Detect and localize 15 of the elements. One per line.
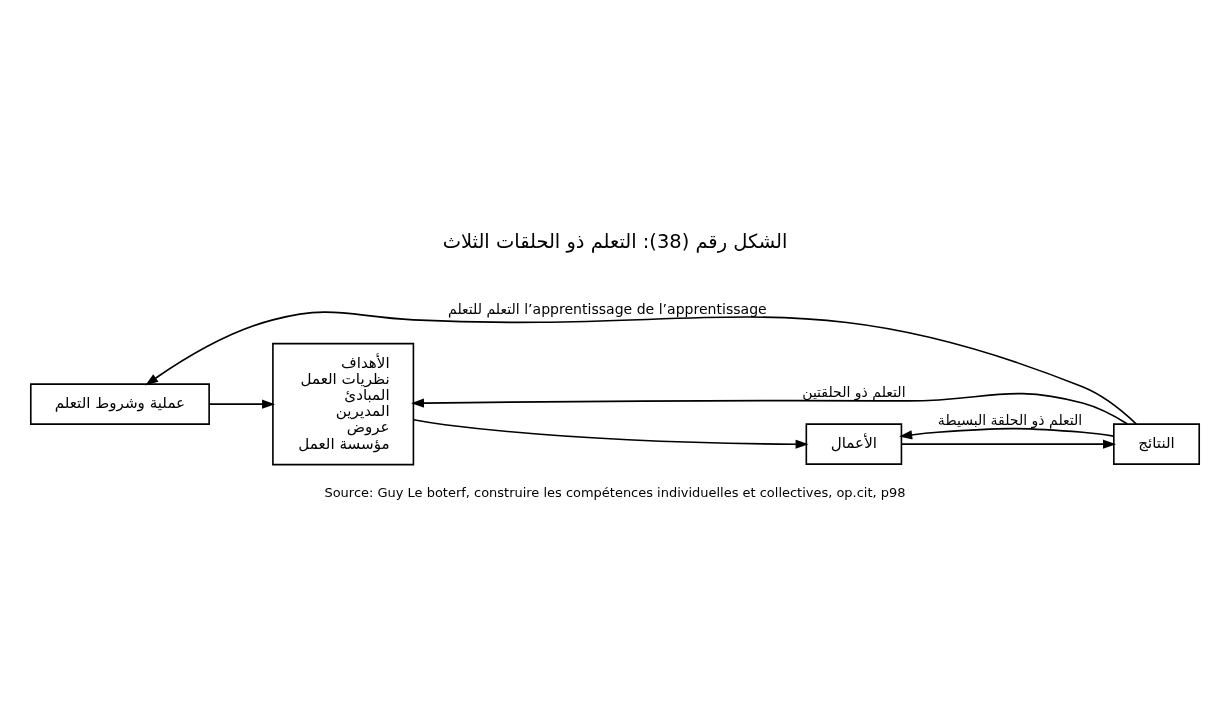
- node-box: الأعمال: [805, 423, 903, 465]
- arrow: [900, 439, 1116, 449]
- node-box: الأهداف نظريات العمل المبادئ المديرين عروض مؤسسة العمل: [272, 342, 415, 466]
- arrow: [208, 399, 276, 409]
- edge-label: التعلم ذو الحلقة البسيطة: [937, 412, 1083, 429]
- arrow: [412, 418, 809, 449]
- edge-label: التعلم ذو الحلقتين: [802, 384, 906, 401]
- arrow: [145, 311, 1138, 425]
- edge-label: التعلم للتعلم l’apprentissage de l’apprentissage: [448, 300, 767, 317]
- diagram-title: الشكل رقم (38): التعلم ذو الحلقات الثلاث: [442, 229, 788, 253]
- arrow: [899, 427, 1115, 440]
- arrow: [411, 392, 1129, 425]
- caption: Source: Guy Le boterf, construire les compétences individuelles et collectives, op.cit, p98: [324, 484, 906, 500]
- node-box: النتائج: [1113, 423, 1201, 465]
- node-box: عملية وشروط التعلم: [29, 383, 210, 425]
